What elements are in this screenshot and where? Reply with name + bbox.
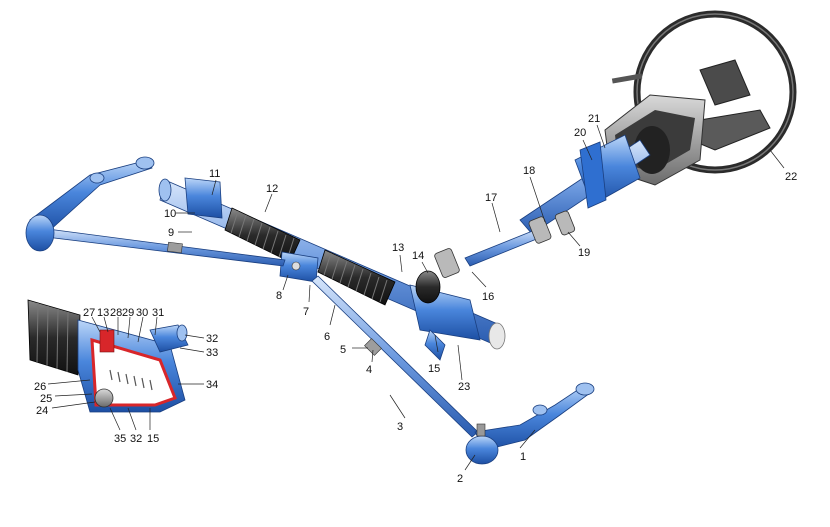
left-steering-arm [25, 156, 155, 252]
steering-column [519, 134, 651, 235]
callout-15: 15 [428, 363, 440, 375]
callout-12: 12 [266, 183, 278, 195]
inset-callout-35: 35 [114, 433, 126, 445]
right-boot [317, 249, 396, 306]
leader-lines [176, 124, 785, 471]
inset-callout-28: 28 [110, 307, 122, 319]
inset-callout-15: 15 [147, 433, 159, 445]
callout-8: 8 [276, 290, 282, 302]
callout-21: 21 [588, 113, 600, 125]
inset-cutaway [27, 299, 189, 413]
callout-11: 11 [209, 168, 220, 180]
inset-callout-26: 26 [34, 381, 46, 393]
right-tie-rod [311, 275, 479, 438]
callout-10: 10 [164, 208, 176, 220]
callout-13: 13 [392, 242, 404, 254]
callout-17: 17 [485, 192, 497, 204]
callout-19: 19 [578, 247, 590, 259]
intermediate-shaft [434, 210, 576, 278]
callout-9: 9 [168, 227, 174, 239]
callout-5: 5 [340, 344, 346, 356]
inset-callout-25: 25 [40, 393, 52, 405]
inset-callout-30: 30 [136, 307, 148, 319]
inset-callout-31: 31 [152, 307, 164, 319]
inset-callout-29: 29 [122, 307, 134, 319]
inset-callouts: 27 13 28 29 30 31 32 33 34 26 25 24 35 3… [34, 307, 218, 445]
inset-callout-13: 13 [97, 307, 109, 319]
inset-callout-34: 34 [206, 379, 218, 391]
callout-3: 3 [397, 421, 403, 433]
pinion-boot [415, 270, 441, 304]
steering-column-shroud [604, 94, 706, 186]
inset-callout-27: 27 [83, 307, 95, 319]
callouts: 1 2 3 4 5 6 7 8 9 10 11 12 13 14 15 16 1… [164, 113, 797, 485]
callout-4: 4 [366, 364, 372, 376]
callout-18: 18 [523, 165, 535, 177]
callout-7: 7 [303, 306, 309, 318]
callout-2: 2 [457, 473, 463, 485]
callout-6: 6 [324, 331, 330, 343]
right-steering-arm [465, 382, 595, 465]
inset-callout-32a: 32 [206, 333, 218, 345]
inset-callout-32b: 32 [130, 433, 142, 445]
callout-16: 16 [482, 291, 494, 303]
inset-callout-33: 33 [206, 347, 218, 359]
callout-20: 20 [574, 127, 586, 139]
callout-14: 14 [412, 250, 424, 262]
inset-callout-24: 24 [36, 405, 48, 417]
callout-23: 23 [458, 381, 470, 393]
callout-22: 22 [785, 171, 797, 183]
callout-1: 1 [520, 451, 526, 463]
